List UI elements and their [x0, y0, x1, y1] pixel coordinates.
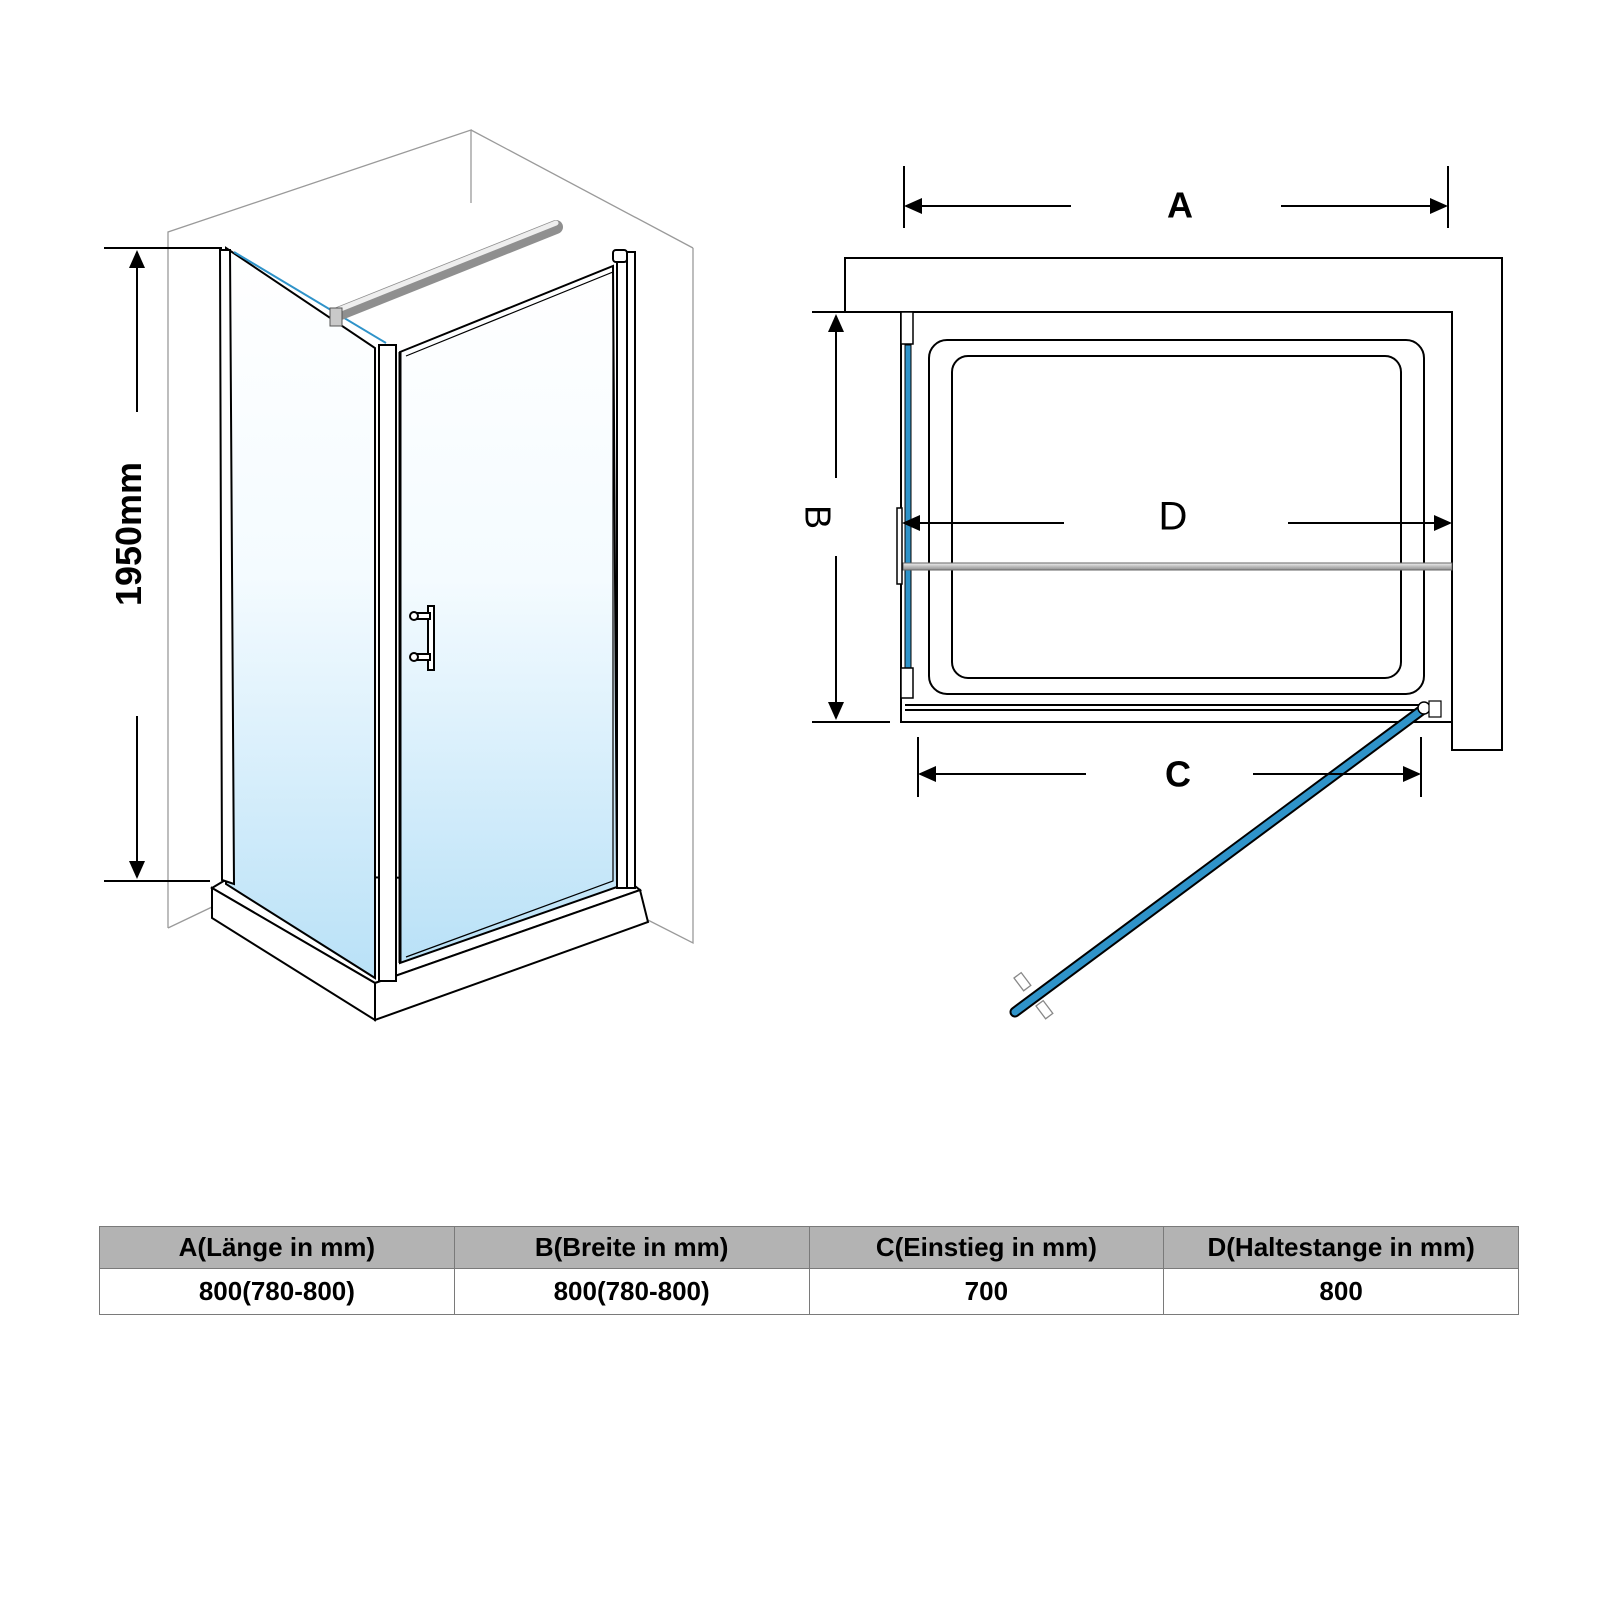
- door-glass-panel: [398, 264, 619, 965]
- wall-outline: [167, 129, 694, 945]
- dimension-a-label: A: [1167, 185, 1193, 226]
- value-d: 800: [1163, 1268, 1519, 1315]
- height-dimension: [104, 247, 222, 882]
- door-handle: [409, 605, 435, 671]
- plan-tray: [900, 311, 1453, 723]
- plan-threshold: [901, 704, 1452, 723]
- plan-side-glass: [900, 311, 914, 699]
- dimension-d: [902, 515, 1452, 531]
- value-c: 700: [808, 1268, 1165, 1315]
- spec-table-header-row: A(Länge in mm) B(Breite in mm) C(Einstie…: [99, 1226, 1519, 1269]
- support-bar: [329, 220, 563, 327]
- value-a: 800(780-800): [99, 1268, 455, 1315]
- header-a: A(Länge in mm): [99, 1226, 455, 1269]
- side-glass-panel: [218, 246, 387, 980]
- shower-enclosure-diagram: 1950mm: [104, 129, 1503, 1022]
- header-c: C(Einstieg in mm): [808, 1226, 1165, 1269]
- spec-table: A(Länge in mm) B(Breite in mm) C(Einstie…: [99, 1226, 1519, 1315]
- header-d: D(Haltestange in mm): [1163, 1226, 1519, 1269]
- spec-table-value-row: 800(780-800) 800(780-800) 700 800: [99, 1268, 1519, 1315]
- dimension-d-label: D: [1159, 495, 1188, 539]
- plan-support-bar: [896, 507, 1453, 585]
- dimension-a: [903, 166, 1449, 228]
- plan-door-handle: [1013, 971, 1054, 1020]
- value-b: 800(780-800): [453, 1268, 810, 1315]
- height-label: 1950mm: [108, 462, 149, 606]
- corner-profile: [378, 344, 397, 982]
- plan-view: A B D C: [797, 166, 1503, 1020]
- dimension-b: [812, 311, 901, 723]
- hinge-profile: [612, 249, 636, 889]
- dimension-c-label: C: [1165, 754, 1191, 795]
- header-b: B(Breite in mm): [453, 1226, 810, 1269]
- dimension-b-label: B: [797, 505, 838, 529]
- dimension-c: [917, 737, 1422, 797]
- perspective-view: 1950mm: [104, 129, 694, 1022]
- plan-door-open: [1009, 700, 1442, 1020]
